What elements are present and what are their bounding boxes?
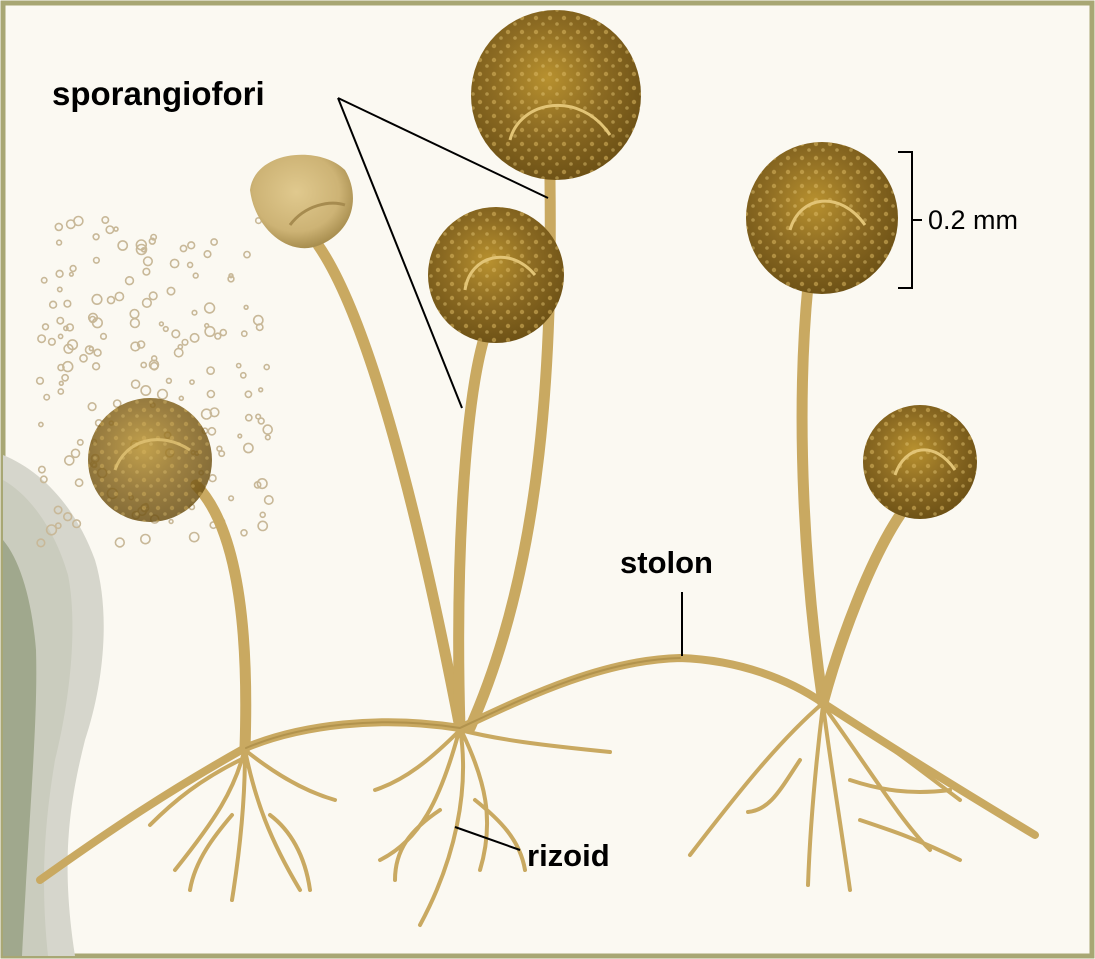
sporangium-bursting	[88, 398, 212, 522]
sporangium-right-tall	[746, 142, 898, 294]
sporangium-tall	[471, 10, 641, 180]
label-rhizoid: rizoid	[527, 838, 610, 873]
sporangium-right-small	[863, 405, 977, 519]
label-stolon: stolon	[620, 545, 713, 580]
label-scale: 0.2 mm	[928, 205, 1018, 235]
label-sporangiophores: sporangiofori	[52, 75, 265, 112]
sporangium-middle	[428, 207, 564, 343]
